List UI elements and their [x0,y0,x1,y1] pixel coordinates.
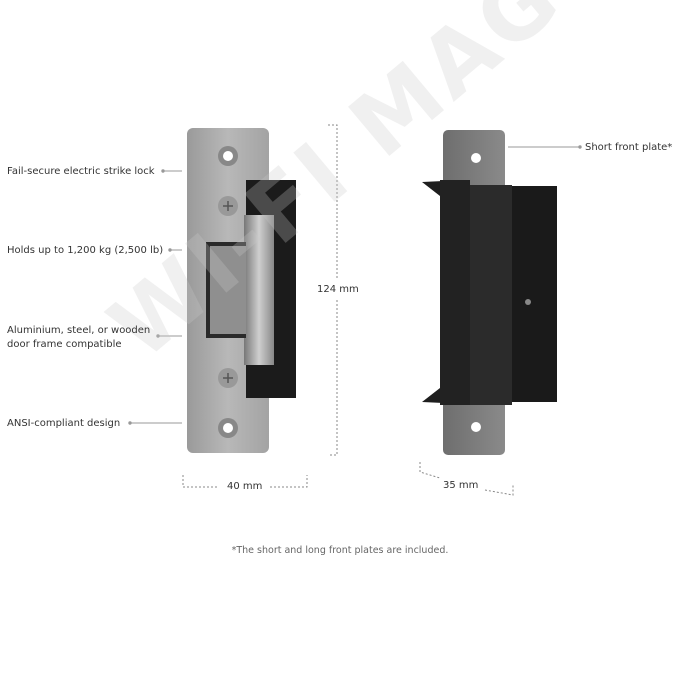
side-view-strike [422,130,557,455]
callout-frame-line1: Aluminium, steel, or wooden [7,325,151,336]
callout-short-plate: Short front plate* [585,142,673,153]
callout-fail-secure: Fail-secure electric strike lock [7,166,155,177]
footnote: *The short and long front plates are inc… [231,545,449,556]
dimension-lines [182,124,514,496]
dimension-depth: 35 mm [443,480,479,491]
callout-frame-line2: door frame compatible [7,339,122,350]
dimension-width: 40 mm [227,481,263,492]
callout-ansi: ANSI-compliant design [7,418,121,429]
callout-leaders [128,145,582,425]
front-view-strike [187,128,296,453]
callout-holding-force: Holds up to 1,200 kg (2,500 lb) [7,245,164,256]
dimension-height: 124 mm [317,284,359,295]
